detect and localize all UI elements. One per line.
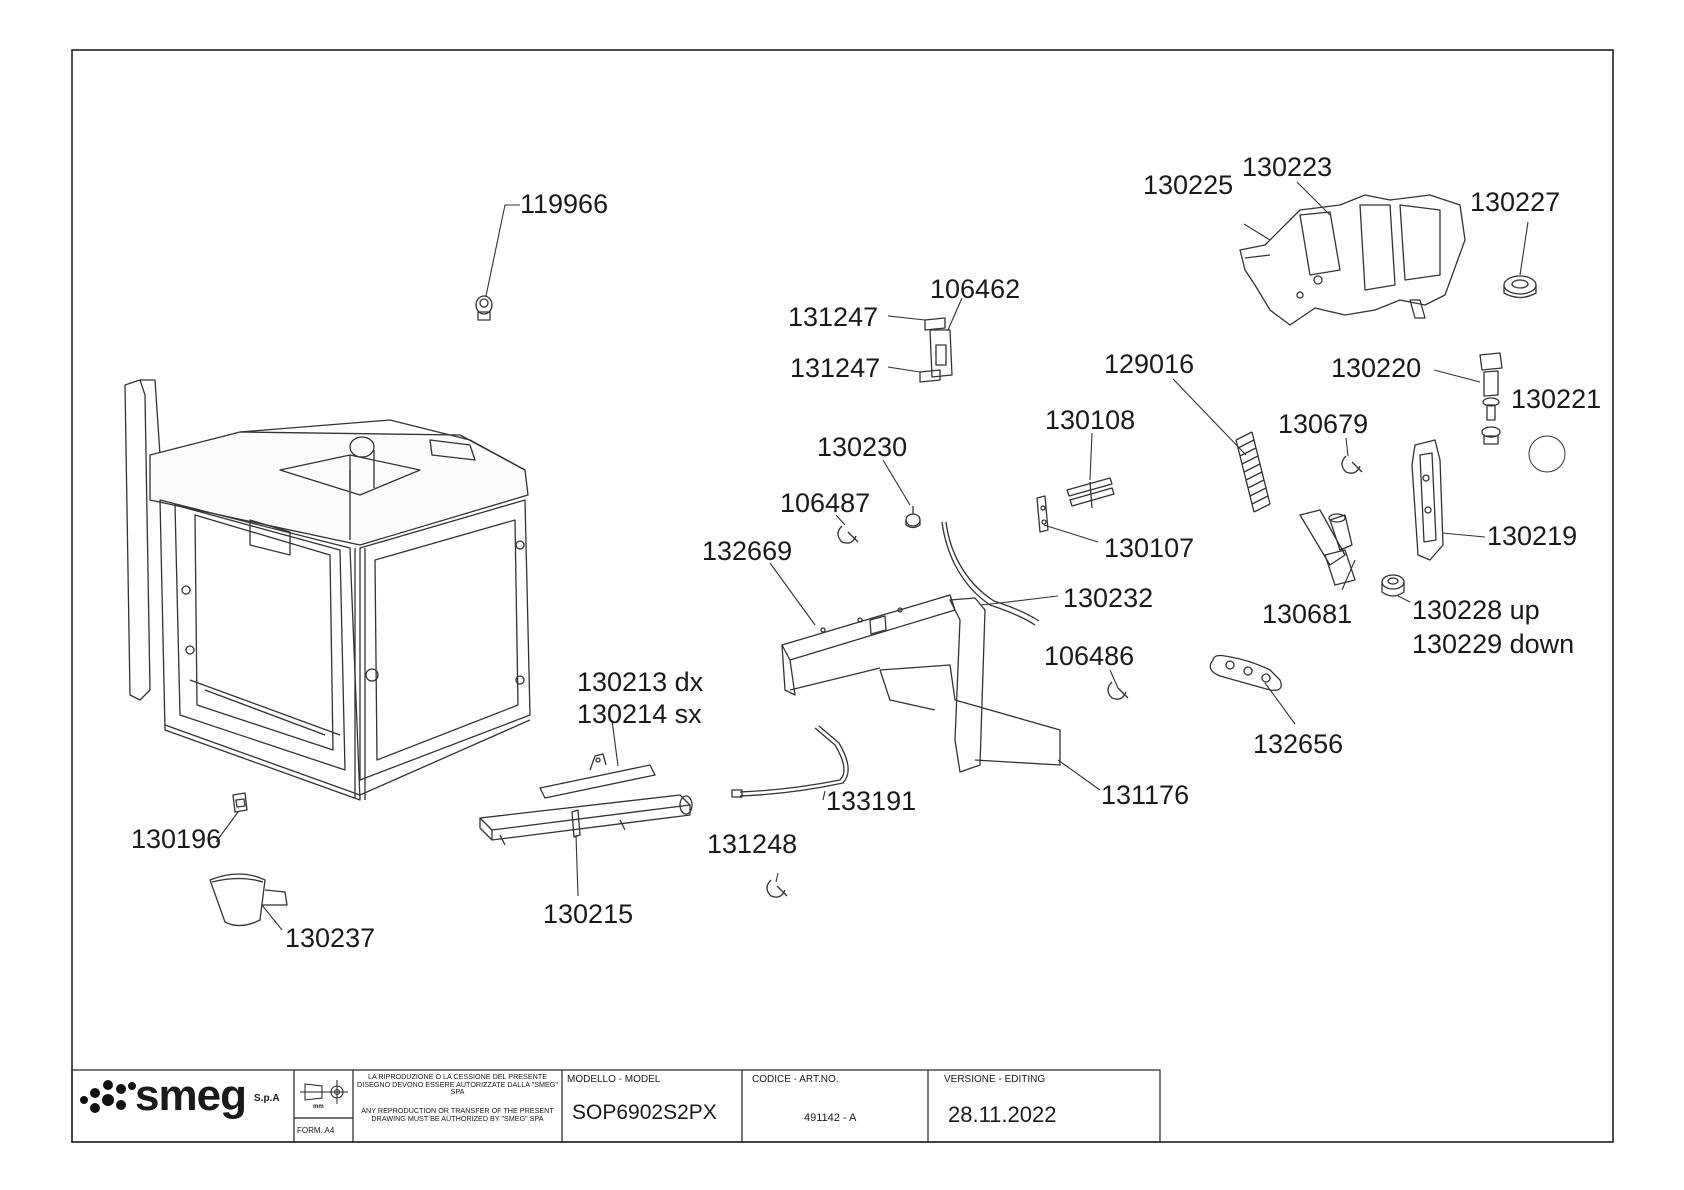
label-131176: 131176 bbox=[1101, 780, 1190, 810]
label-130214-sx: 130214 sx bbox=[577, 699, 702, 729]
part-132669-drawing bbox=[781, 594, 1061, 773]
part-130219-drawing bbox=[1411, 439, 1444, 561]
label-132656: 132656 bbox=[1253, 729, 1344, 759]
code-value: 491142 - A bbox=[804, 1112, 857, 1124]
label-106487: 106487 bbox=[780, 488, 871, 518]
label-132669: 132669 bbox=[702, 536, 793, 566]
part-130232-drawing bbox=[941, 521, 1040, 626]
part-130196-drawing bbox=[232, 792, 248, 813]
code-header: CODICE - ART.NO. bbox=[752, 1074, 839, 1085]
part-133191-drawing bbox=[731, 725, 849, 798]
part-132656-drawing bbox=[1209, 654, 1282, 691]
part-131248-drawing bbox=[766, 879, 788, 898]
part-130227-drawing bbox=[1503, 275, 1537, 299]
part-130230-drawing bbox=[905, 506, 921, 529]
label-131248: 131248 bbox=[707, 829, 798, 859]
model-header: MODELLO - MODEL bbox=[567, 1074, 661, 1085]
label-119966: 119966 bbox=[520, 189, 609, 219]
label-130681: 130681 bbox=[1262, 599, 1353, 629]
label-131247-lower: 131247 bbox=[790, 353, 881, 383]
smeg-dots-logo bbox=[80, 1080, 136, 1113]
part-106487-drawing bbox=[837, 525, 859, 544]
label-130230: 130230 bbox=[817, 432, 908, 462]
part-130228-drawing bbox=[1381, 574, 1405, 597]
part-119966-drawing bbox=[475, 295, 493, 321]
part-130237-drawing bbox=[209, 873, 288, 927]
oven-cavity-drawing bbox=[124, 379, 531, 801]
part-106486-drawing bbox=[1107, 681, 1129, 700]
leader-lines bbox=[215, 181, 1529, 931]
label-130232: 130232 bbox=[1063, 583, 1154, 613]
part-106462-drawing bbox=[919, 317, 953, 383]
label-130220: 130220 bbox=[1331, 353, 1422, 383]
part-130679-drawing bbox=[1341, 455, 1363, 474]
title-block-lines bbox=[71, 1069, 1161, 1143]
label-130225: 130225 bbox=[1143, 170, 1234, 200]
part-130108-drawing bbox=[1036, 477, 1115, 533]
version-value: 28.11.2022 bbox=[948, 1102, 1057, 1127]
part-130220-drawing bbox=[1479, 352, 1503, 445]
part-130681-drawing bbox=[1299, 509, 1356, 586]
label-130229-down: 130229 down bbox=[1412, 629, 1575, 659]
smeg-logo-text: smeg bbox=[135, 1071, 247, 1120]
version-header: VERSIONE - EDITING bbox=[944, 1074, 1046, 1085]
part-129016-drawing bbox=[1235, 431, 1271, 513]
reproduction-notice-en: ANY REPRODUCTION OR TRANSFER OF THE PRES… bbox=[361, 1106, 554, 1123]
label-130215: 130215 bbox=[543, 899, 634, 929]
reproduction-notice-it: LA RIPRODUZIONE O LA CESSIONE DEL PRESEN… bbox=[357, 1072, 558, 1097]
label-130213-dx: 130213 dx bbox=[577, 667, 704, 697]
label-130107: 130107 bbox=[1104, 533, 1195, 563]
label-130679: 130679 bbox=[1278, 409, 1369, 439]
part-130221-drawing bbox=[1528, 435, 1566, 473]
label-131247-upper: 131247 bbox=[788, 302, 879, 332]
label-130227: 130227 bbox=[1470, 187, 1561, 217]
label-130108: 130108 bbox=[1045, 405, 1136, 435]
label-130228-up: 130228 up bbox=[1412, 595, 1540, 625]
smeg-logo-suffix: S.p.A bbox=[254, 1093, 280, 1104]
label-106462: 106462 bbox=[930, 274, 1021, 304]
projection-symbol-icon bbox=[300, 1080, 348, 1104]
label-130223: 130223 bbox=[1242, 152, 1333, 182]
part-130223-drawing bbox=[1239, 194, 1466, 326]
label-130237: 130237 bbox=[285, 923, 376, 953]
label-133191: 133191 bbox=[826, 786, 917, 816]
label-130196: 130196 bbox=[131, 824, 222, 854]
model-value: SOP6902S2PX bbox=[572, 1101, 717, 1124]
sheet-border bbox=[71, 49, 1614, 1143]
part-130213-drawing bbox=[539, 753, 656, 799]
label-130221: 130221 bbox=[1511, 384, 1602, 414]
label-106486: 106486 bbox=[1044, 641, 1135, 671]
part-130215-drawing bbox=[479, 794, 693, 846]
unit-label: mm bbox=[313, 1104, 324, 1110]
label-130219: 130219 bbox=[1487, 521, 1578, 551]
label-129016: 129016 bbox=[1104, 349, 1195, 379]
form-label: FORM. A4 bbox=[297, 1126, 335, 1135]
